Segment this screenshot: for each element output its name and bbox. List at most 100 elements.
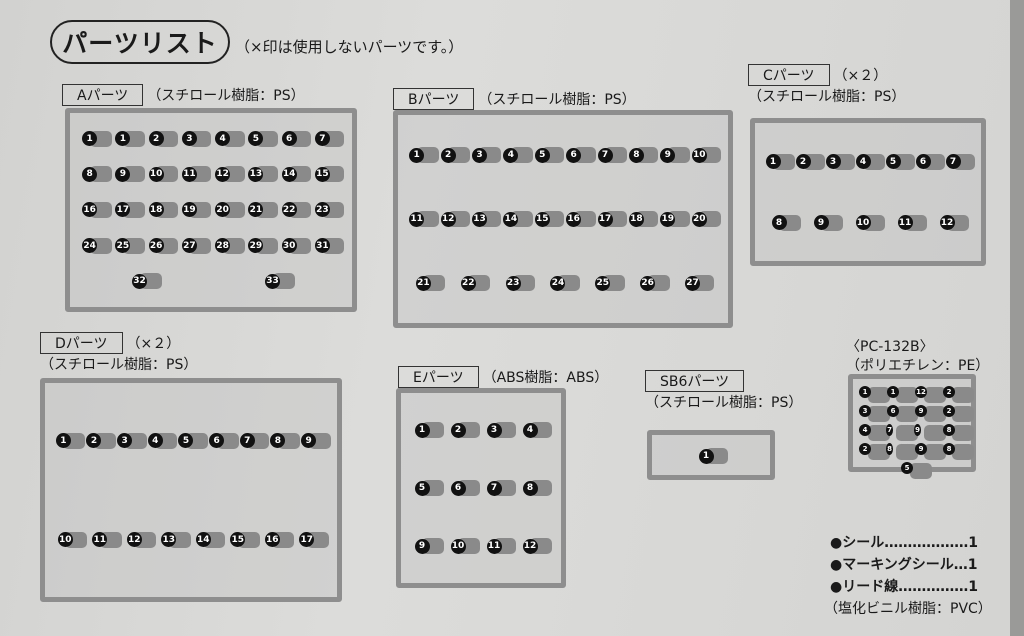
part-number: 17 [115, 202, 131, 218]
part-number: 11 [897, 215, 913, 230]
part-number: 25 [115, 238, 131, 254]
part-number: 8 [943, 423, 955, 436]
part-number: 9 [915, 404, 927, 417]
part-number: 14 [195, 532, 211, 547]
part-number: 14 [503, 211, 519, 227]
part-number: 8 [270, 433, 286, 448]
sprue-a-label: Aパーツ（スチロール樹脂：PS） [62, 84, 305, 106]
part-number: 12 [915, 385, 927, 398]
part: 9 [113, 161, 145, 187]
part: 6 [207, 428, 239, 454]
part: 1 [858, 382, 890, 403]
part-number: 32 [132, 273, 147, 289]
sprue-tag: 〈PC-132B〉 [846, 339, 934, 355]
part: 8 [626, 142, 659, 168]
part-number: 3 [471, 147, 487, 163]
part-number: 9 [660, 147, 676, 163]
part-number: 11 [409, 211, 425, 227]
part-number: 5 [178, 433, 194, 448]
part-number: 22 [281, 202, 297, 218]
part-number: 5 [534, 147, 550, 163]
part-number: 7 [597, 147, 613, 163]
part-number: 30 [281, 238, 297, 254]
part-number: 21 [415, 275, 431, 291]
part: 8× [886, 439, 918, 460]
part: 2 [448, 417, 480, 443]
extra-lead-wire: ●リード線……………1 [830, 579, 978, 595]
part: 2 [858, 439, 890, 460]
part-number: 27 [684, 275, 700, 291]
part: 8 [942, 420, 974, 441]
part: 30 [279, 233, 312, 259]
part-number: 27 [181, 238, 197, 254]
part: 16 [80, 197, 112, 223]
part-number: 2 [943, 385, 955, 398]
part: 19 [658, 206, 690, 232]
part-number: 31 [314, 238, 330, 254]
part: 7 [312, 126, 345, 152]
part: 17 [297, 527, 329, 553]
part-number: 10 [148, 166, 164, 182]
part: 25 [113, 233, 145, 259]
part-number: 12 [440, 211, 456, 227]
material: （スチロール樹脂：PS） [147, 88, 305, 104]
part: 3 [484, 417, 516, 443]
part: 4 [858, 420, 890, 441]
part: 1 [412, 417, 444, 443]
part: 4 [501, 142, 533, 168]
part-number: 11 [181, 166, 197, 182]
sprue-b-label: Bパーツ（スチロール樹脂：PS） [393, 88, 636, 110]
material: （スチロール樹脂：PS） [645, 395, 803, 411]
part-number: 10 [450, 538, 466, 554]
part: 3 [115, 428, 147, 454]
part-number: 8 [886, 442, 894, 455]
part-number: 4 [147, 433, 163, 448]
part: 7× [886, 420, 918, 441]
part-number: 25 [595, 275, 611, 291]
part-number: 9 [915, 442, 927, 455]
part-number: 1 [409, 147, 425, 163]
part: 6 [913, 149, 945, 175]
part-number: 24 [550, 275, 566, 291]
part: 23 [503, 270, 536, 296]
count: （×２） [126, 336, 181, 352]
part-number: 2 [943, 404, 955, 417]
part-number: 3 [859, 404, 871, 417]
part: 2 [438, 142, 471, 168]
sprue-tag: Eパーツ [398, 366, 479, 388]
part: 21 [413, 270, 446, 296]
part-number: 1 [698, 448, 714, 464]
part: 8 [769, 210, 801, 236]
part-number: 3 [181, 131, 197, 147]
part-number: 13 [471, 211, 487, 227]
part: 6 [448, 475, 480, 501]
part: 28 [213, 233, 245, 259]
part: 2 [84, 428, 116, 454]
part-number: 29 [248, 238, 264, 254]
part: 10 [448, 533, 480, 559]
part-number: 26 [640, 275, 656, 291]
page-edge [1010, 0, 1024, 636]
part-number: 13 [248, 166, 264, 182]
part: 11 [895, 210, 927, 236]
part: 3 [858, 401, 890, 422]
extra-marking-seal: ●マーキングシール…1 [830, 557, 978, 573]
part-number: 9 [914, 423, 922, 436]
part: 9 [811, 210, 843, 236]
part: 12 [937, 210, 969, 236]
part-number: 7 [886, 423, 894, 436]
part: 16 [564, 206, 596, 232]
sprue-tag: Aパーツ [62, 84, 144, 106]
part-number: 9 [301, 433, 317, 448]
part: 3 [179, 126, 212, 152]
material: （スチロール樹脂：PS） [478, 92, 636, 108]
extras-list: ●シール………………1 ●マーキングシール…1 ●リード線……………1 （塩化ビ… [824, 532, 992, 620]
part: 3 [823, 149, 855, 175]
part-number: 13 [161, 532, 177, 547]
part: 16 [262, 527, 295, 553]
part-number: 9 [813, 215, 829, 230]
part-number: 5 [414, 480, 430, 496]
part-number: 3 [117, 433, 133, 448]
